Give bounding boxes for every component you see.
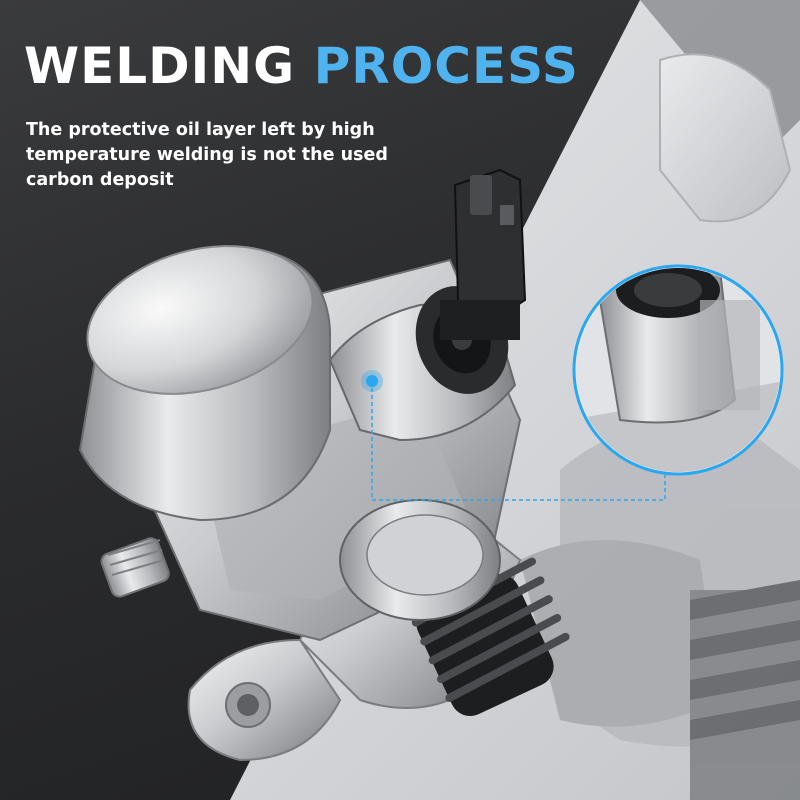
description-line-1: The protective oil layer left by high — [26, 120, 375, 140]
electrical-connector — [440, 168, 527, 340]
pump-cap — [78, 245, 331, 522]
headline-word-process: PROCESS — [313, 37, 579, 95]
headline-word-welding: WELDING — [24, 37, 296, 95]
callout-marker — [361, 370, 666, 501]
ghost-pump-background — [520, 0, 800, 800]
description-line-3: carbon deposit — [26, 170, 174, 190]
description-text: The protective oil layer left by high te… — [26, 118, 466, 193]
zoom-detail-circle — [572, 264, 784, 476]
description-line-2: temperature welding is not the used — [26, 145, 388, 165]
pump-fitting — [100, 537, 170, 598]
headline: WELDING PROCESS — [24, 30, 579, 102]
